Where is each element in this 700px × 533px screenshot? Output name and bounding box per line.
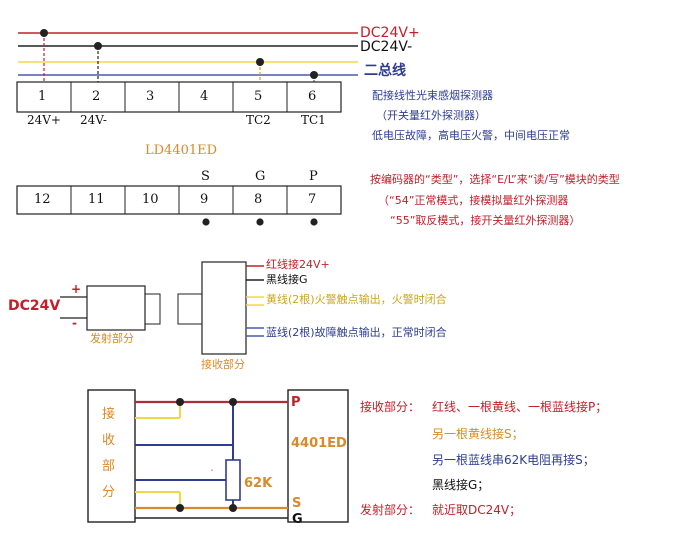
terminal-number: 6: [308, 89, 317, 104]
receiver-box: [201, 261, 247, 355]
module-model-label: LD4401ED: [145, 143, 218, 158]
junction-dot: [256, 58, 264, 66]
terminal-label-s: S: [201, 169, 210, 184]
dc24v-minus-label: DC24V-: [360, 39, 413, 55]
junction-dot: [176, 398, 184, 406]
junction-dot: [229, 398, 237, 406]
transmitter-label: 发射部分: [90, 332, 134, 345]
terminal-number: 10: [142, 192, 159, 207]
wire-blue-desc: 蓝线(2根)故障触点输出，正常时闭合: [266, 326, 447, 339]
supply-dc24v-label: DC24V: [8, 298, 61, 314]
receiver-lens: [177, 293, 202, 325]
terminal-screw-dot: [310, 218, 318, 226]
terminal-number: 7: [308, 192, 317, 207]
wire-yellow-desc: 黄线(2根)火警触点输出，火警时闭合: [266, 293, 447, 306]
terminal-number: 9: [200, 192, 209, 207]
dc24v-plus-label: DC24V+: [360, 25, 420, 41]
junction-dot: [94, 42, 102, 50]
pin-s-label: S: [292, 496, 302, 511]
terminal-number: 4: [200, 89, 209, 104]
terminal-number: 8: [254, 192, 263, 207]
module-4401ed-label: 4401ED: [291, 436, 347, 451]
pin-g-label: G: [292, 512, 303, 527]
wire-red-desc: 红线接24V+: [266, 258, 330, 271]
pin-p-label: P: [291, 395, 301, 410]
terminal-number: 12: [34, 192, 51, 207]
receiver-note-line3: 另一根蓝线串62K电阻再接S；: [432, 453, 595, 467]
terminal-label-24v-minus: 24V-: [80, 113, 107, 127]
note-voltage-states: 低电压故障，高电压火警，中间电压正常: [372, 129, 570, 142]
two-bus-label: 二总线: [364, 63, 406, 79]
receiver-char: 部: [102, 459, 116, 474]
note-mode-55: “55”取反模式，接开关量红外探测器）: [390, 214, 581, 227]
resistor-62k: [225, 459, 241, 501]
junction-dot: [176, 504, 184, 512]
terminal-number: 11: [88, 192, 105, 207]
small-dot-mark: .: [210, 460, 214, 474]
emitter-note-label: 发射部分：: [360, 503, 421, 517]
transmitter-box: [86, 285, 146, 331]
terminal-label-24v-plus: 24V+: [27, 113, 61, 127]
note-mode-54: （“54”正常模式，接模拟量红外探测器: [378, 194, 569, 207]
receiver-note-line2: 另一根黄线接S；: [432, 427, 524, 441]
resistor-label: 62K: [244, 476, 273, 491]
terminal-screw-dot: [202, 218, 210, 226]
wire-black-desc: 黑线接G: [266, 273, 308, 286]
terminal-number: 5: [254, 89, 263, 104]
receiver-note-line1: 红线、一根黄线、一根蓝线接P；: [432, 400, 608, 414]
receiver-label: 接收部分: [201, 358, 245, 371]
module-4401ed-box: [287, 389, 349, 523]
note-encoder-type: 按编码器的“类型”，选择“E/L”来“读/写”模块的类型: [370, 173, 620, 186]
emitter-note-text: 就近取DC24V；: [432, 503, 522, 517]
junction-dot: [310, 71, 318, 79]
terminal-label-tc2: TC2: [246, 113, 271, 127]
receiver-char: 接: [102, 407, 116, 422]
supply-plus-sign: +: [71, 282, 82, 296]
receiver-note-label: 接收部分：: [360, 400, 421, 414]
terminal-label-tc1: TC1: [301, 113, 326, 127]
receiver-char: 分: [102, 485, 116, 500]
terminal-label-g: G: [255, 169, 266, 184]
note-detector-type: 配接线性光束感烟探测器: [372, 89, 493, 102]
terminal-screw-dot: [256, 218, 264, 226]
supply-minus-sign: -: [72, 316, 77, 330]
junction-dot: [40, 29, 48, 37]
terminal-number: 2: [92, 89, 101, 104]
note-switch-detector: （开关量红外探测器）: [376, 109, 486, 122]
transmitter-lens: [145, 293, 161, 325]
terminal-label-p: P: [309, 169, 318, 184]
receiver-note-line4: 黑线接G；: [432, 478, 490, 492]
terminal-number: 3: [146, 89, 155, 104]
terminal-number: 1: [38, 89, 47, 104]
receiver-part-box: [87, 389, 136, 523]
receiver-char: 收: [102, 433, 116, 448]
junction-dot: [229, 504, 237, 512]
